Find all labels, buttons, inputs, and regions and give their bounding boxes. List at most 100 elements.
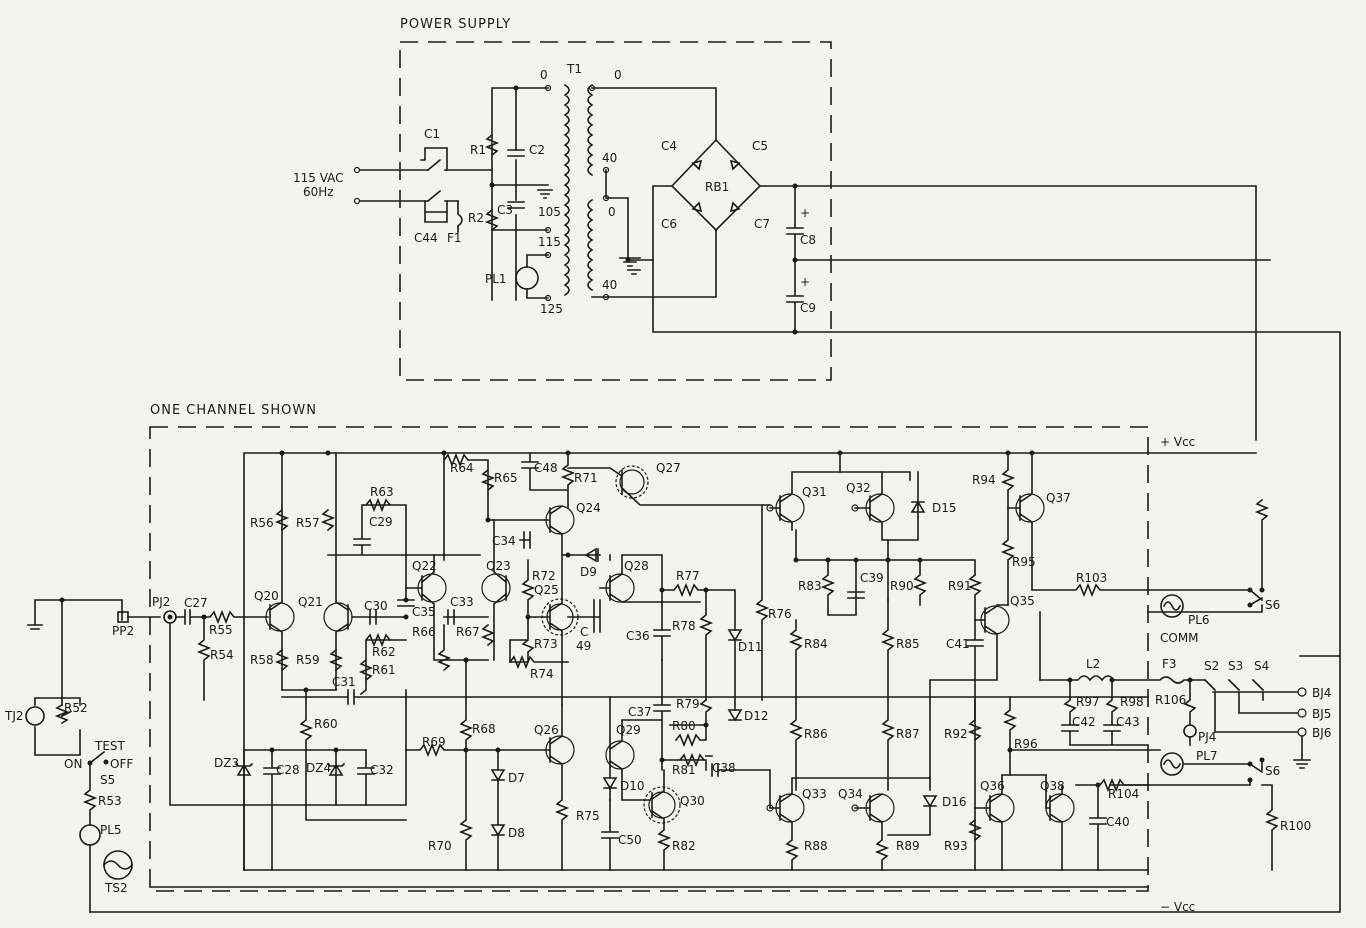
r91-c41 — [966, 573, 984, 871]
label-r55: R55 — [209, 623, 233, 637]
r81-c38 — [661, 752, 771, 809]
c31-line — [281, 689, 1149, 705]
resistor-vcc-right — [1254, 498, 1270, 591]
label-d7: D7 — [508, 771, 525, 785]
label-c1: C1 — [424, 127, 440, 141]
q35-leads — [929, 604, 1009, 791]
channel-title: ONE CHANNEL SHOWN — [150, 403, 317, 418]
label-d10: D10 — [620, 779, 645, 793]
label-r106: R106 — [1155, 693, 1186, 707]
label-d11: D11 — [738, 640, 763, 654]
input-loop — [169, 622, 407, 806]
label-r95: R95 — [1012, 555, 1036, 569]
resistor-r56 — [274, 508, 290, 532]
label-q27: Q27 — [656, 461, 681, 475]
resistor-r100 — [1261, 784, 1280, 871]
label-pl7: PL7 — [1196, 749, 1218, 763]
switch-s5 — [82, 750, 106, 826]
switch-s6-upper — [1147, 588, 1264, 613]
label-r91: R91 — [948, 579, 972, 593]
junction-dots — [59, 85, 1193, 788]
c9-plus: + — [800, 275, 810, 289]
resistor-r106 — [1183, 679, 1197, 726]
label-r87: R87 — [896, 727, 920, 741]
ts2-element — [102, 860, 134, 870]
jack-bj6 — [1297, 727, 1307, 737]
label-c7: C7 — [754, 217, 770, 231]
resistors-r58-r59 — [274, 648, 344, 672]
bridge-rb1 — [670, 138, 762, 232]
label-c8: C8 — [800, 233, 816, 247]
label-c42: C42 — [1072, 715, 1096, 729]
tap-105: 105 — [538, 205, 561, 219]
label-r81: R81 — [672, 763, 696, 777]
label-d12: D12 — [744, 709, 769, 723]
label-r70: R70 — [428, 839, 452, 853]
label-c5: C5 — [752, 139, 768, 153]
plug-pp2 — [117, 611, 129, 623]
fuse-f1 — [457, 200, 463, 233]
label-q26: Q26 — [534, 723, 559, 737]
jack-bj5 — [1297, 708, 1307, 718]
label-c35: C35 — [412, 605, 436, 619]
rail-vcc-neg: − Vcc — [1160, 900, 1195, 914]
jack-bj4 — [1297, 687, 1307, 697]
q29-leads — [608, 696, 663, 801]
resistor-r93 — [967, 818, 983, 842]
label-r97: R97 — [1076, 695, 1100, 709]
label-q24: Q24 — [576, 501, 601, 515]
resistors-r84-r86 — [788, 619, 804, 791]
label-dz4: DZ4 — [306, 761, 331, 775]
label-c40: C40 — [1106, 815, 1130, 829]
label-r63: R63 — [370, 485, 394, 499]
label-s6-lower: S6 — [1265, 764, 1280, 778]
transistor-q27-body — [619, 469, 645, 495]
label-q20: Q20 — [254, 589, 279, 603]
label-c39: C39 — [860, 571, 884, 585]
capacitor-c50 — [601, 799, 619, 871]
label-r84: R84 — [804, 637, 828, 651]
label-c32: C32 — [370, 763, 394, 777]
pot-r52 — [54, 703, 72, 725]
label-q37: Q37 — [1046, 491, 1071, 505]
label-c33: C33 — [450, 595, 474, 609]
label-pl6: PL6 — [1188, 613, 1210, 627]
label-r57: R57 — [296, 516, 320, 530]
rail-comm: COMM — [1160, 631, 1199, 645]
label-r100: R100 — [1280, 819, 1311, 833]
label-r75: R75 — [576, 809, 600, 823]
q26-leads — [465, 704, 570, 871]
label-r103: R103 — [1076, 571, 1107, 585]
label-d16: D16 — [942, 795, 967, 809]
r64-r65 — [443, 452, 549, 561]
jack-pj4 — [1183, 724, 1197, 738]
label-c50: C50 — [618, 833, 642, 847]
resistors-r85-r87 — [880, 599, 896, 791]
label-r85: R85 — [896, 637, 920, 651]
label-f3: F3 — [1162, 657, 1177, 671]
label-pl5: PL5 — [100, 823, 122, 837]
capacitor-c36 — [653, 629, 671, 661]
label-r86: R86 — [804, 727, 828, 741]
s6-lower-b — [1259, 757, 1265, 763]
label-c27: C27 — [184, 596, 208, 610]
lamp-pl6 — [1160, 594, 1184, 618]
label-q23: Q23 — [486, 559, 511, 573]
q23-leads — [493, 519, 508, 661]
label-t1: T1 — [566, 62, 582, 76]
q24-leads — [548, 504, 601, 556]
r104-c40 — [1075, 777, 1149, 871]
label-c44: C44 — [414, 231, 438, 245]
tail-r60 — [281, 689, 407, 821]
c48-r71 — [521, 452, 576, 509]
label-c30: C30 — [364, 599, 388, 613]
s5-pivot — [87, 760, 93, 766]
label-r58: R58 — [250, 653, 274, 667]
label-r1: R1 — [470, 143, 486, 157]
capacitor-c2 — [507, 149, 525, 157]
label-r62: R62 — [372, 645, 396, 659]
label-pp2: PP2 — [112, 624, 134, 638]
q34-leads — [854, 792, 890, 871]
label-c9: C9 — [800, 301, 816, 315]
